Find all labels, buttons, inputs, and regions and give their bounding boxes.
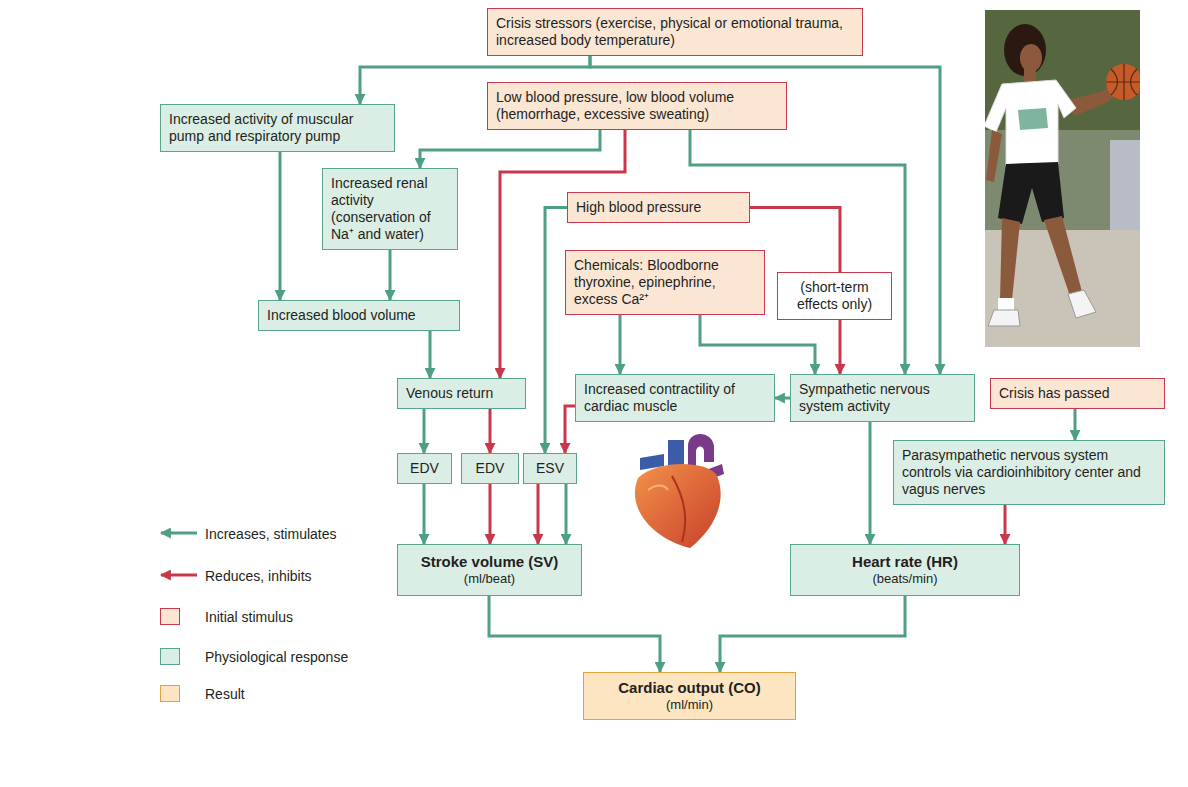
node-text: Increased contractility of cardiac muscl… [584,381,766,415]
node-text: (short-term effects only) [786,279,883,313]
inhibit-arrow [489,484,492,544]
legend-row: Physiological response [160,647,348,667]
legend-swatch [160,608,180,625]
stimulate-arrow [619,315,622,374]
node-text: Cardiac output (CO) [592,679,787,697]
result-box: Cardiac output (CO)(ml/min) [583,672,796,720]
stimulate-arrow [279,152,282,300]
node-text: ESV [532,460,568,477]
stimulate-arrow [389,250,392,300]
node-text: Increased renal activity (conservation o… [331,175,449,243]
response-box: EDV [397,453,452,484]
legend-text: Initial stimulus [205,609,293,625]
stimulate-arrow [423,484,426,544]
stimulate-arrow [420,130,600,168]
stimulate-arrow [1074,409,1077,440]
response-box: ESV [523,453,577,484]
response-box: Increased contractility of cardiac muscl… [575,374,775,422]
inhibit-arrow [489,409,492,453]
stimulus-box: Chemicals: Bloodborne thyroxine, epineph… [565,250,765,315]
stimulate-arrow [429,331,432,378]
stimulate-sample [161,532,197,535]
node-text: High blood pressure [576,199,741,216]
legend-row: Reduces, inhibits [160,566,312,586]
node-text: Venous return [406,385,517,402]
response-box: Increased blood volume [258,300,460,331]
inhibit-arrow [537,484,540,544]
node-text: Low blood pressure, low blood volume (he… [496,89,778,123]
legend-text: Reduces, inhibits [205,568,312,584]
node-text: Heart rate (HR) [799,553,1011,571]
stimulate-arrow [700,315,815,374]
stimulate-arrow [775,397,790,400]
inhibit-arrow [839,320,842,374]
stimulate-arrow [869,422,872,544]
legend-swatch [160,685,180,702]
node-text: Crisis stressors (exercise, physical or … [496,15,854,49]
response-box: Venous return [397,378,526,409]
stimulate-arrow [720,596,905,672]
legend-row: Increases, stimulates [160,524,337,544]
response-box: Sympathetic nervous system activity [790,374,975,422]
node-text: EDV [406,460,443,477]
node-text: (beats/min) [799,571,1011,587]
response-box: Increased activity of muscular pump and … [160,104,395,152]
node-text: Parasympathetic nervous system controls … [902,447,1156,498]
legend-row: Initial stimulus [160,607,293,627]
response-box: Parasympathetic nervous system controls … [893,440,1165,505]
node-text: (ml/min) [592,697,787,713]
response-box: EDV [461,453,519,484]
note-box: (short-term effects only) [777,272,892,320]
response-box: Stroke volume (SV)(ml/beat) [397,544,582,596]
inhibit-sample [161,574,197,577]
inhibit-arrow [565,406,575,453]
response-box: Increased renal activity (conservation o… [322,168,458,250]
node-text: Increased blood volume [267,307,451,324]
node-text: (ml/beat) [406,571,573,587]
stimulate-arrow [565,484,568,544]
node-text: Increased activity of muscular pump and … [169,111,386,145]
legend-swatch [160,648,180,665]
inhibit-arrow [1004,505,1007,544]
node-text: Crisis has passed [999,385,1156,402]
legend-text: Physiological response [205,649,348,665]
stimulate-arrow [489,596,660,672]
stimulus-box: High blood pressure [567,192,750,223]
stimulate-arrow [423,409,426,453]
node-text: Chemicals: Bloodborne thyroxine, epineph… [574,257,756,308]
legend-row: Result [160,684,245,704]
stimulus-box: Low blood pressure, low blood volume (he… [487,82,787,130]
legend-text: Result [205,686,245,702]
stimulus-box: Crisis stressors (exercise, physical or … [487,8,863,56]
node-text: EDV [470,460,510,477]
response-box: Heart rate (HR)(beats/min) [790,544,1020,596]
legend-arrows [161,533,197,575]
basketball-photo [985,10,1140,347]
legend-text: Increases, stimulates [205,526,337,542]
node-text: Stroke volume (SV) [406,553,573,571]
stimulus-box: Crisis has passed [990,378,1165,409]
node-text: Sympathetic nervous system activity [799,381,966,415]
heart-illustration [635,434,724,548]
